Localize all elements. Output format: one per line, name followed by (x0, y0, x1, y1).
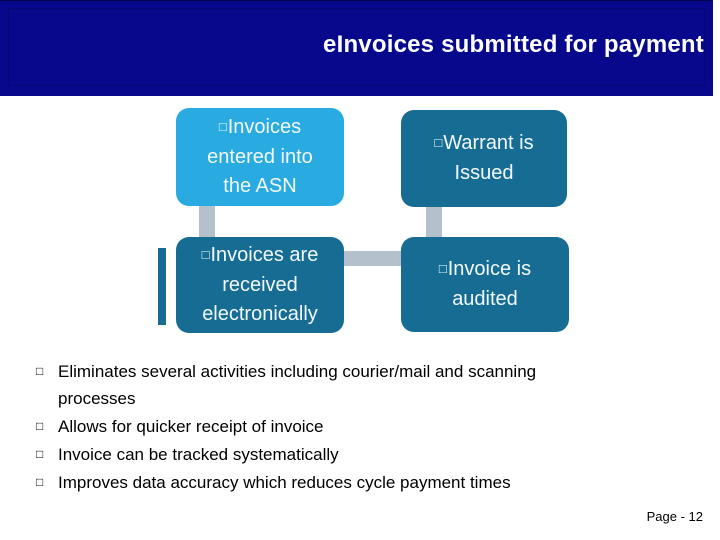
box-line: □Invoices are (182, 241, 338, 271)
box-line: Issued (454, 162, 514, 184)
list-item-text: Improves data accuracy which reduces cyc… (58, 473, 511, 492)
slide-title-bar: eInvoices submitted for payment (0, 0, 713, 96)
square-bullet-icon: □ (36, 475, 44, 489)
list-item: □ Allows for quicker receipt of invoice (36, 413, 608, 440)
flow-box-invoices-received: □Invoices are received electronically (176, 237, 344, 333)
box-line: entered into (207, 146, 313, 168)
box-line-text: Invoice is (447, 258, 532, 280)
connector-vertical-right (426, 205, 442, 239)
connector-horizontal (344, 251, 402, 266)
box-line: □Warrant is (407, 129, 561, 159)
flow-box-invoice-audited: □Invoice is audited (401, 237, 569, 332)
box-line-text: Invoices (227, 116, 302, 138)
list-item: □ Improves data accuracy which reduces c… (36, 469, 608, 496)
box-line: audited (452, 288, 518, 310)
page-number-label: Page - 12 (646, 509, 703, 524)
square-bullet-icon: □ (434, 135, 443, 150)
box-line: received (222, 274, 298, 296)
list-item: □ Eliminates several activities includin… (36, 358, 608, 412)
box-line: □Invoices (182, 113, 338, 143)
list-item-text: Eliminates several activities including … (58, 362, 537, 408)
square-bullet-icon: □ (36, 364, 44, 378)
square-bullet-icon: □ (36, 419, 44, 433)
bullet-list: □ Eliminates several activities includin… (36, 358, 608, 497)
page-title: eInvoices submitted for payment (323, 31, 704, 58)
flow-box-warrant-issued: □Warrant is Issued (401, 110, 567, 207)
box-line: the ASN (223, 175, 297, 197)
square-bullet-icon: □ (218, 119, 227, 134)
box-line: □Invoice is (407, 255, 563, 285)
box-line-text: Invoices are (210, 244, 319, 266)
square-bullet-icon: □ (201, 247, 210, 262)
list-item-text: Allows for quicker receipt of invoice (58, 417, 324, 436)
flow-box-invoices-entered: □Invoices entered into the ASN (176, 108, 344, 206)
partial-shape-sliver (158, 248, 166, 325)
list-item: □ Invoice can be tracked systematically (36, 441, 608, 468)
square-bullet-icon: □ (36, 447, 44, 461)
square-bullet-icon: □ (438, 261, 447, 276)
box-line: electronically (202, 303, 318, 325)
box-line-text: Warrant is (443, 132, 534, 154)
list-item-text: Invoice can be tracked systematically (58, 445, 339, 464)
connector-vertical-left (199, 204, 215, 239)
